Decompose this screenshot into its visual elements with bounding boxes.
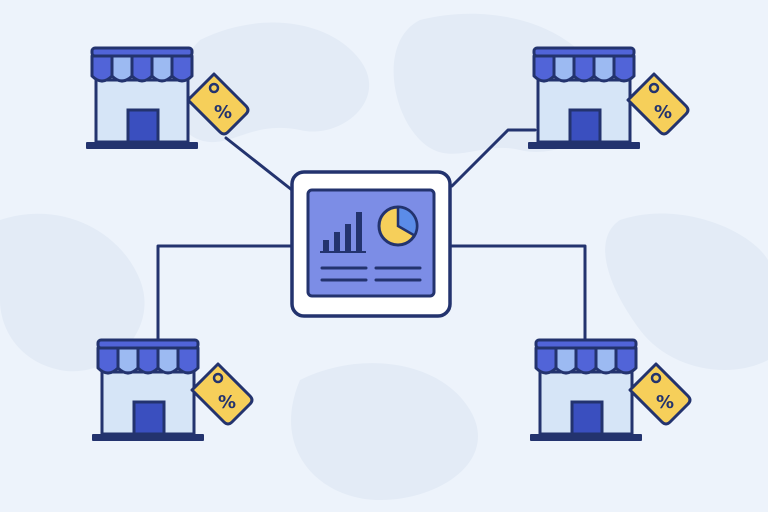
chart-bar-2 [334, 232, 340, 251]
discount-tag-icon: % [628, 362, 692, 426]
storefront-icon [84, 46, 200, 151]
chart-bar-1 [323, 240, 329, 251]
connection-line-top-left [224, 136, 294, 192]
tag-label: % [218, 392, 236, 413]
tag-label: % [214, 102, 232, 123]
connection-line-bottom-right [450, 244, 587, 342]
connection-line-top-right [450, 128, 537, 188]
tag-label: % [656, 392, 674, 413]
connections [156, 128, 587, 342]
map-blob-west [0, 213, 145, 372]
tag-label: % [654, 102, 672, 123]
text-lines-icon [320, 266, 422, 282]
pie-slice [396, 205, 419, 238]
storefront-icon [90, 338, 206, 443]
map-blob-south [291, 363, 478, 500]
store-bottom-left: % [90, 338, 254, 443]
map-blob-east [605, 213, 768, 370]
discount-tag-icon: % [626, 72, 690, 136]
dashboard-hub [290, 170, 452, 318]
store-bottom-right: % [528, 338, 692, 443]
bar-chart-icon [320, 212, 366, 253]
map-blob-north-west [173, 22, 370, 143]
storefront-icon [528, 338, 644, 443]
discount-tag-icon: % [186, 72, 250, 136]
store-top-right: % [526, 46, 690, 151]
connection-line-bottom-left [156, 244, 294, 342]
store-top-left: % [84, 46, 250, 151]
storefront-icon [526, 46, 642, 151]
pie-chart-icon [377, 205, 419, 247]
discount-tag-icon: % [190, 362, 254, 426]
chart-bar-3 [345, 224, 351, 251]
chart-bar-4 [356, 212, 362, 251]
